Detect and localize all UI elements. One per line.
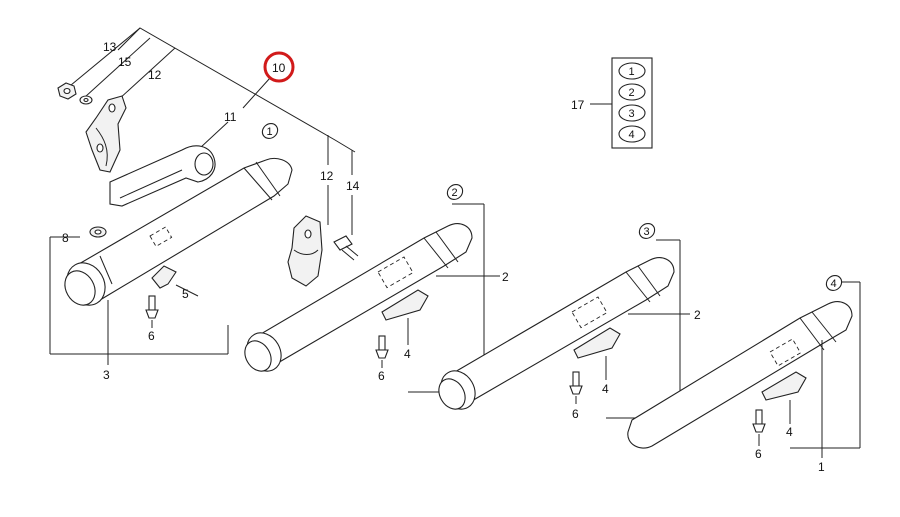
grommet-part <box>89 226 107 238</box>
screw-part-6c <box>569 371 583 395</box>
callout-4-b[interactable]: 4 <box>602 382 609 396</box>
callout-1[interactable]: 1 <box>818 460 825 474</box>
callout-2-b[interactable]: 2 <box>694 308 701 322</box>
tube-3-part <box>64 157 293 306</box>
callout-6-b[interactable]: 6 <box>378 369 385 383</box>
callout-6-a[interactable]: 6 <box>148 329 155 343</box>
screw-part-6b <box>375 335 389 359</box>
leader-lines-tube3 <box>49 236 229 365</box>
clamp-lower-part <box>287 215 323 287</box>
callout-6-d[interactable]: 6 <box>755 447 762 461</box>
screw-part-6a <box>145 295 159 319</box>
callout-5[interactable]: 5 <box>182 287 189 301</box>
leader-lines-top <box>64 27 356 235</box>
callout-2-a[interactable]: 2 <box>502 270 509 284</box>
callout-3[interactable]: 3 <box>103 368 110 382</box>
legend-item-4: 4 <box>629 129 635 141</box>
oval-marker-2-label: 2 <box>452 187 458 199</box>
clamp-upper-part <box>85 95 127 173</box>
oval-marker-3-label: 3 <box>644 226 650 238</box>
oval-marker-1-label: 1 <box>267 126 273 138</box>
callout-6-c[interactable]: 6 <box>572 407 579 421</box>
callout-11[interactable]: 11 <box>224 110 237 124</box>
washer-part <box>79 95 93 105</box>
tube-1-part <box>627 301 853 449</box>
callout-14[interactable]: 14 <box>346 179 360 193</box>
legend-item-1: 1 <box>629 66 635 78</box>
bolt-part <box>333 235 359 261</box>
callout-13[interactable]: 13 <box>103 40 117 54</box>
screw-part-6d <box>752 409 766 433</box>
callout-4-c[interactable]: 4 <box>786 425 793 439</box>
legend-box: 17 1 2 3 4 <box>571 57 653 149</box>
tube-2a-part <box>244 223 473 372</box>
oval-marker-4-label: 4 <box>831 278 837 290</box>
oval-marker-1: 1 <box>261 123 279 139</box>
callout-12-lower[interactable]: 12 <box>320 169 334 183</box>
oval-marker-2: 2 <box>446 184 464 200</box>
highlight-circle <box>263 51 295 83</box>
callout-4-a[interactable]: 4 <box>404 347 411 361</box>
clip-part-4c <box>761 371 807 401</box>
oval-marker-3: 3 <box>638 223 656 239</box>
legend-item-3: 3 <box>629 108 635 120</box>
callout-10[interactable]: 10 <box>272 61 286 75</box>
clip-part-4a <box>381 289 429 321</box>
tube-2b-part <box>438 257 675 410</box>
callout-12-upper[interactable]: 12 <box>148 68 162 82</box>
leader-lines-tube1 <box>758 281 861 458</box>
handle-part <box>109 145 216 207</box>
clip-part-5 <box>151 265 177 289</box>
legend-item-2: 2 <box>629 87 635 99</box>
callout-8[interactable]: 8 <box>62 231 69 245</box>
nut-part <box>57 82 77 100</box>
callout-15[interactable]: 15 <box>118 55 132 69</box>
clip-part-4b <box>573 327 621 359</box>
oval-marker-4: 4 <box>825 275 843 291</box>
callout-17[interactable]: 17 <box>571 98 585 112</box>
